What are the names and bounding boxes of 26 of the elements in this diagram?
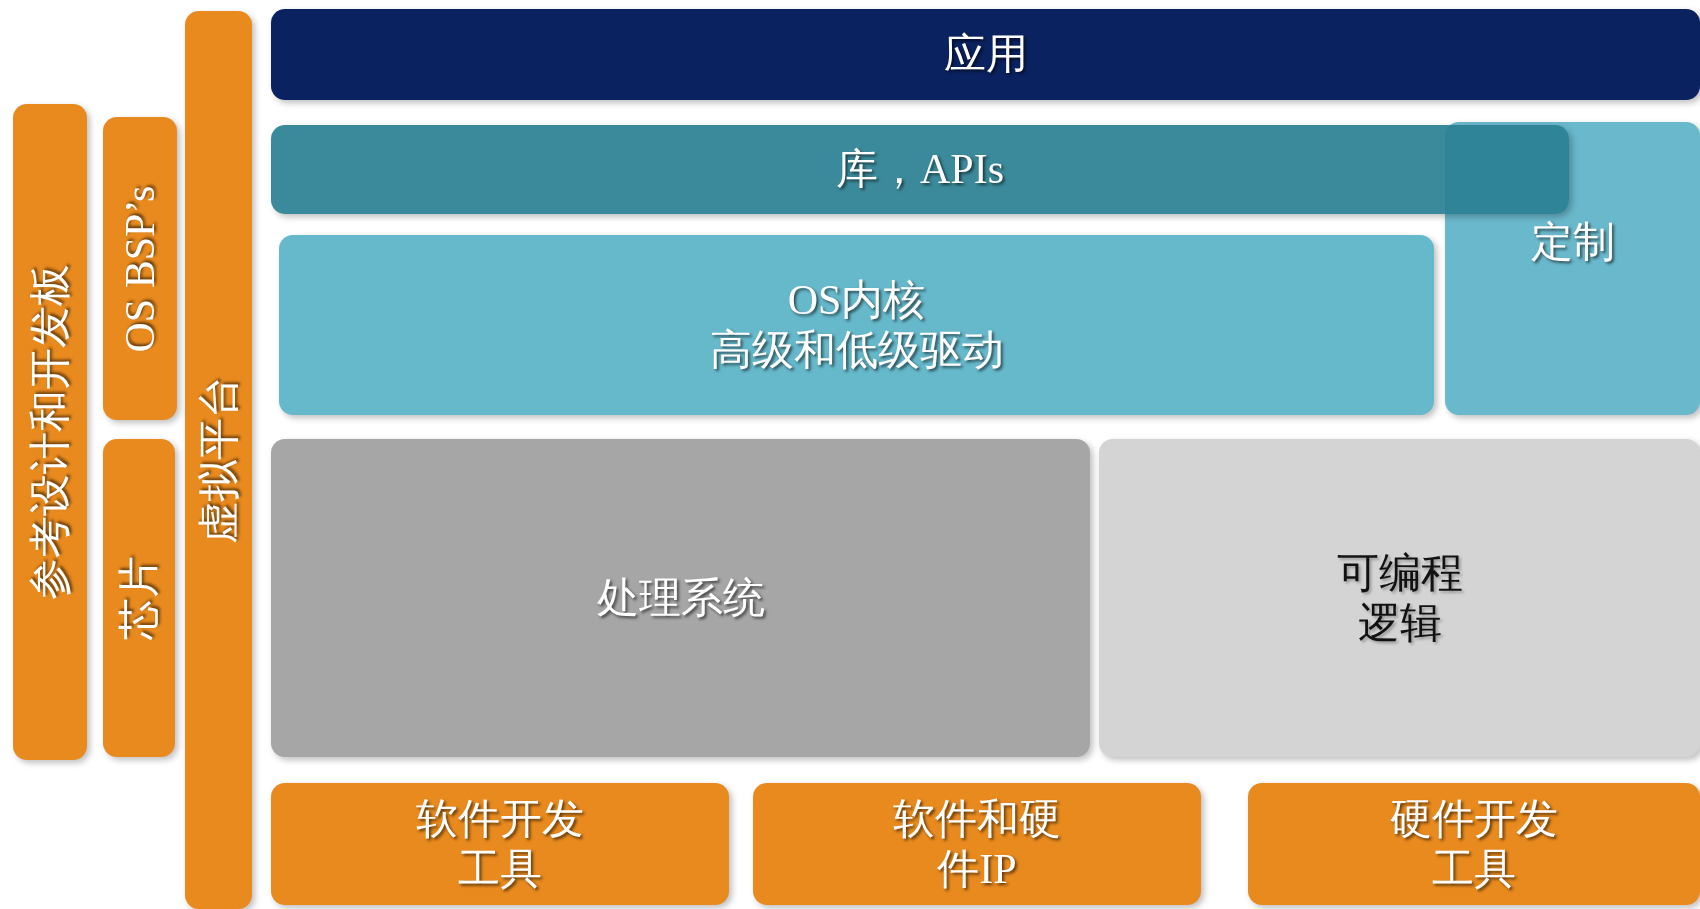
layer-bar bbox=[271, 125, 1569, 214]
layer-label: 参考设计和开发板 bbox=[25, 264, 74, 600]
layer-label: OS内核 bbox=[787, 275, 926, 325]
tool-box bbox=[271, 783, 729, 905]
layer-box bbox=[1099, 439, 1700, 757]
layer-label: OS BSP’s bbox=[115, 185, 164, 352]
layer-label: 硬件开发工具 bbox=[1389, 794, 1559, 894]
layer-label: 库，APIs bbox=[836, 145, 1004, 195]
layer-box bbox=[271, 439, 1090, 757]
layer-label: 可编程逻辑 bbox=[1335, 548, 1464, 648]
layer-label: 芯片 bbox=[114, 556, 163, 640]
layer-box bbox=[279, 235, 1434, 415]
layer-label: 定制 bbox=[1530, 218, 1615, 267]
layer-label: 处理系统 bbox=[596, 573, 765, 623]
layer-bar bbox=[271, 9, 1700, 100]
layer-label: 高级和低级驱动 bbox=[709, 326, 1004, 375]
side-bar bbox=[13, 104, 87, 760]
side-bar bbox=[185, 11, 252, 909]
side-bar bbox=[103, 439, 175, 757]
layer-label: 虚拟平台 bbox=[194, 376, 243, 544]
layer-label: 软件开发工具 bbox=[415, 794, 585, 894]
side-bar bbox=[103, 117, 177, 420]
layer-label: 应用 bbox=[943, 30, 1028, 80]
layer-label: 软件和硬件IP bbox=[892, 794, 1062, 894]
tool-box bbox=[1248, 783, 1700, 905]
tool-box bbox=[753, 783, 1201, 905]
